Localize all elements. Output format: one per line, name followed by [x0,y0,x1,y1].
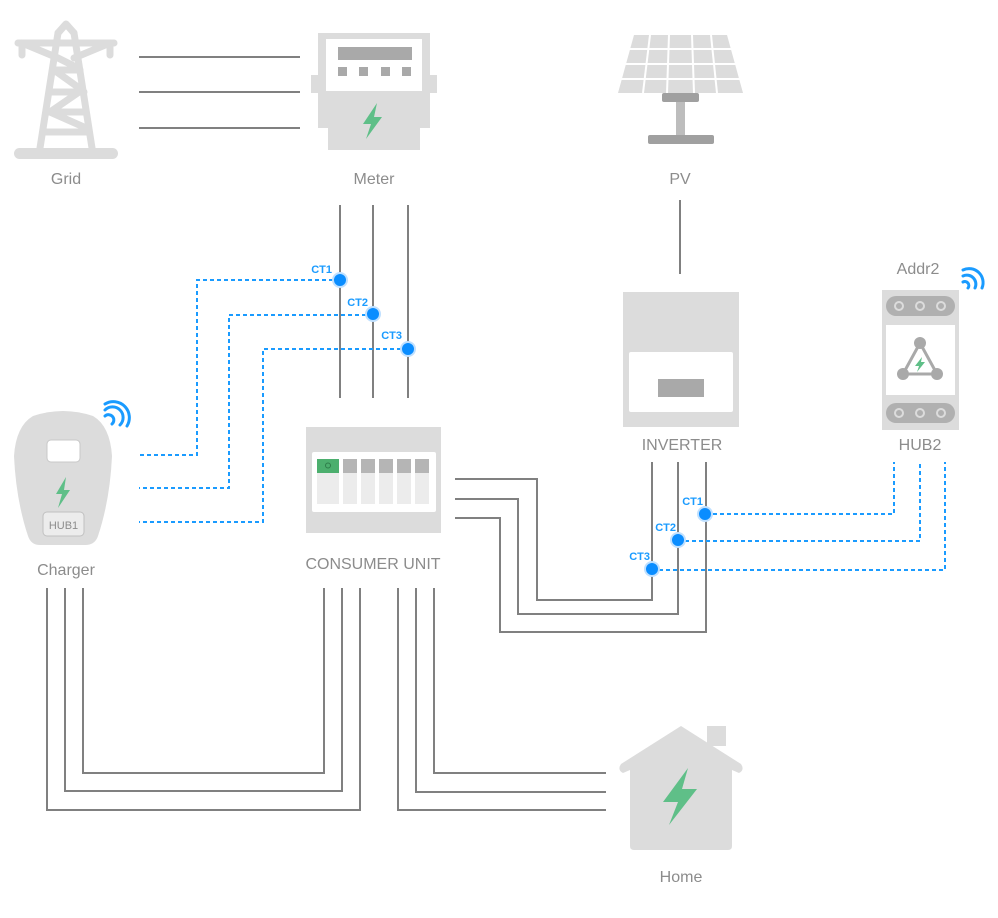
wifi-icon [103,400,131,428]
ct-clamp-1[interactable]: CT1 [682,496,713,522]
meter-ct-clamps: CT1 CT2 CT3 [311,264,416,357]
wire-l3 [455,462,707,633]
ct-clamp-1[interactable]: CT1 [311,264,348,288]
hub2-node[interactable]: Addr2 HUB2 [882,261,985,454]
meter-node[interactable]: Meter [311,33,437,188]
wire-l1 [433,588,606,774]
bolt-icon [663,768,697,825]
wifi-icon [961,267,985,290]
ct-label: CT2 [655,522,676,534]
house-icon [619,726,743,850]
solar-panel-icon [618,34,743,144]
grid-label: Grid [51,171,81,188]
meter-label: Meter [354,171,396,188]
charger-consumer-wires [46,588,361,811]
inverter-ct-clamps: CT1 CT2 CT3 [629,496,713,577]
grid-meter-wires [139,56,300,129]
wire-l2 [64,588,343,792]
ct-label: CT2 [347,297,368,309]
ct-label: CT3 [629,551,650,563]
consumer-unit-node[interactable]: CONSUMER UNIT [305,427,441,573]
wire-l3 [397,588,606,811]
hub2-label: HUB2 [899,437,942,454]
ct2-link [678,462,921,542]
ct2-link [139,314,373,489]
ct-clamp-2[interactable]: CT2 [347,297,381,322]
ct-dot [697,506,713,522]
ct-clamp-2[interactable]: CT2 [655,522,686,548]
consumer-unit-icon [306,427,441,533]
hub2-address: Addr2 [897,261,940,278]
meter-icon [311,33,437,150]
consumer-home-wires [397,588,606,811]
ct-dot [332,272,348,288]
ct-label: CT1 [311,264,332,276]
hub-icon [882,290,959,430]
home-node[interactable]: Home [619,726,743,886]
ct-label: CT1 [682,496,703,508]
wire-l1 [82,588,325,774]
meter-consumer-wires [339,205,409,398]
pv-label: PV [669,171,691,188]
charger-ct-links [139,279,408,523]
ct1-link [706,462,895,515]
hub1-badge: HUB1 [49,520,78,532]
ct1-link [139,279,340,456]
ct-dot [670,532,686,548]
ct3-link [139,348,408,523]
consumer-unit-label: CONSUMER UNIT [305,556,440,573]
wire-l2 [455,462,679,615]
wire-l3 [46,588,361,811]
home-label: Home [660,869,703,886]
consumer-inverter-wires [455,462,707,633]
inverter-node[interactable]: INVERTER [623,292,739,454]
ev-charger-icon: HUB1 [14,411,112,545]
bolt-icon [363,103,382,139]
pylon-icon [14,20,118,159]
pv-node[interactable]: PV [618,34,743,188]
ct3-link [652,462,946,571]
grid-node[interactable]: Grid [14,20,118,188]
hub2-ct-links [652,462,946,571]
charger-label: Charger [37,562,95,579]
ct-dot [644,561,660,577]
ct-clamp-3[interactable]: CT3 [629,551,660,577]
wire-l2 [415,588,606,793]
ct-dot [365,306,381,322]
inverter-icon [623,292,739,427]
ct-label: CT3 [381,330,402,342]
charger-node[interactable]: HUB1 Charger [14,400,131,579]
ct-dot [400,341,416,357]
ct-clamp-3[interactable]: CT3 [381,330,416,357]
inverter-label: INVERTER [642,437,723,454]
wire-l1 [455,462,653,601]
bolt-icon [56,477,70,508]
